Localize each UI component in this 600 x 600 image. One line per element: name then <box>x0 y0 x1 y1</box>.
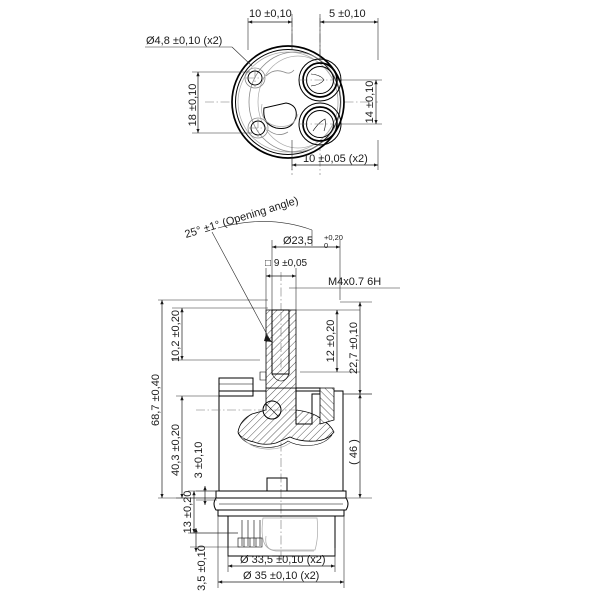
dim-top-left-label: 10 ±0,10 <box>249 8 292 20</box>
dim-227-label: 22,7 ±0,10 <box>348 322 360 374</box>
web-lower <box>267 129 289 135</box>
leader-hole-dia-slant <box>231 46 253 67</box>
stem-notch <box>259 371 267 381</box>
angle-leader-arrow <box>264 334 272 342</box>
locating-hole-upper-outer <box>244 67 266 89</box>
dim-3-label: 3 ±0,10 <box>193 442 205 479</box>
flange-lower <box>217 509 345 517</box>
left-boss <box>218 377 254 397</box>
locating-hole-lower-outer <box>247 117 269 139</box>
lever-skirt-shadow <box>241 436 291 450</box>
lever-arm-right-hatched <box>319 387 335 425</box>
oring-band <box>213 497 349 511</box>
bottom-fins <box>237 520 263 548</box>
dim-403-label: 40,3 ±0,20 <box>170 424 182 476</box>
seal-ring-outline-inner <box>257 55 339 149</box>
top-view-group: 10 ±0,10 5 ±0,10 18 ±0,10 14 ±0,10 10 ±0… <box>145 8 382 175</box>
seal-ring-outline <box>248 51 342 153</box>
dim-right-vertical-label: 14 ±0,10 <box>364 81 376 124</box>
dim-top-right-label: 5 ±0,10 <box>329 8 366 20</box>
waterway-pocket-shadow <box>261 103 299 127</box>
stem-bore-tip <box>271 373 290 382</box>
dim-hole-dia-label: Ø4,8 ±0,10 (x2) <box>146 35 222 47</box>
angle-arc <box>217 221 313 231</box>
dim-35-label: 3,5 ±0,10 <box>196 545 208 591</box>
dim-46-label: ( 46 ) <box>348 439 360 465</box>
cartridge-outer-circle <box>231 45 345 159</box>
dim-stem-dia-tol-lower: 0 <box>324 241 328 250</box>
dim-bottom-label: 10 ±0,05 (x2) <box>303 153 368 165</box>
dim-13-label: 13 ±0,20 <box>182 491 194 534</box>
dim-stem-dia-label: Ø23,5 <box>283 235 313 247</box>
port-lower-marking <box>312 118 326 132</box>
dim-12-label: 12 ±0,20 <box>325 320 337 363</box>
web-upper <box>265 69 295 77</box>
bottom-port-pocket <box>261 517 319 551</box>
cartridge-inner-circle <box>235 49 341 155</box>
port-upper-marking <box>310 73 325 87</box>
dim-102-label: 10,2 ±0,20 <box>170 310 182 362</box>
pivot-pin-hatch <box>265 403 279 417</box>
dim-687-label: 68,7 ±0,40 <box>150 374 162 426</box>
dim-thread-label: M4x0.7 6H <box>328 276 381 288</box>
dim-d35-label: Ø 35 ±0,10 (x2) <box>243 570 319 582</box>
bottom-spigot <box>227 516 336 557</box>
dim-left-vertical-label: 18 ±0,10 <box>187 84 199 127</box>
dim-stem-dia-tol-upper: +0,20 <box>324 233 343 242</box>
angle-leader-line <box>211 231 271 341</box>
lever-skirt-underline <box>237 432 333 448</box>
dim-d335-label: Ø 33,5 ±0,10 (x2) <box>240 554 326 566</box>
dim-square-label: □ 9 ±0,05 <box>265 258 308 269</box>
bottom-port-pocket-line <box>265 535 314 552</box>
